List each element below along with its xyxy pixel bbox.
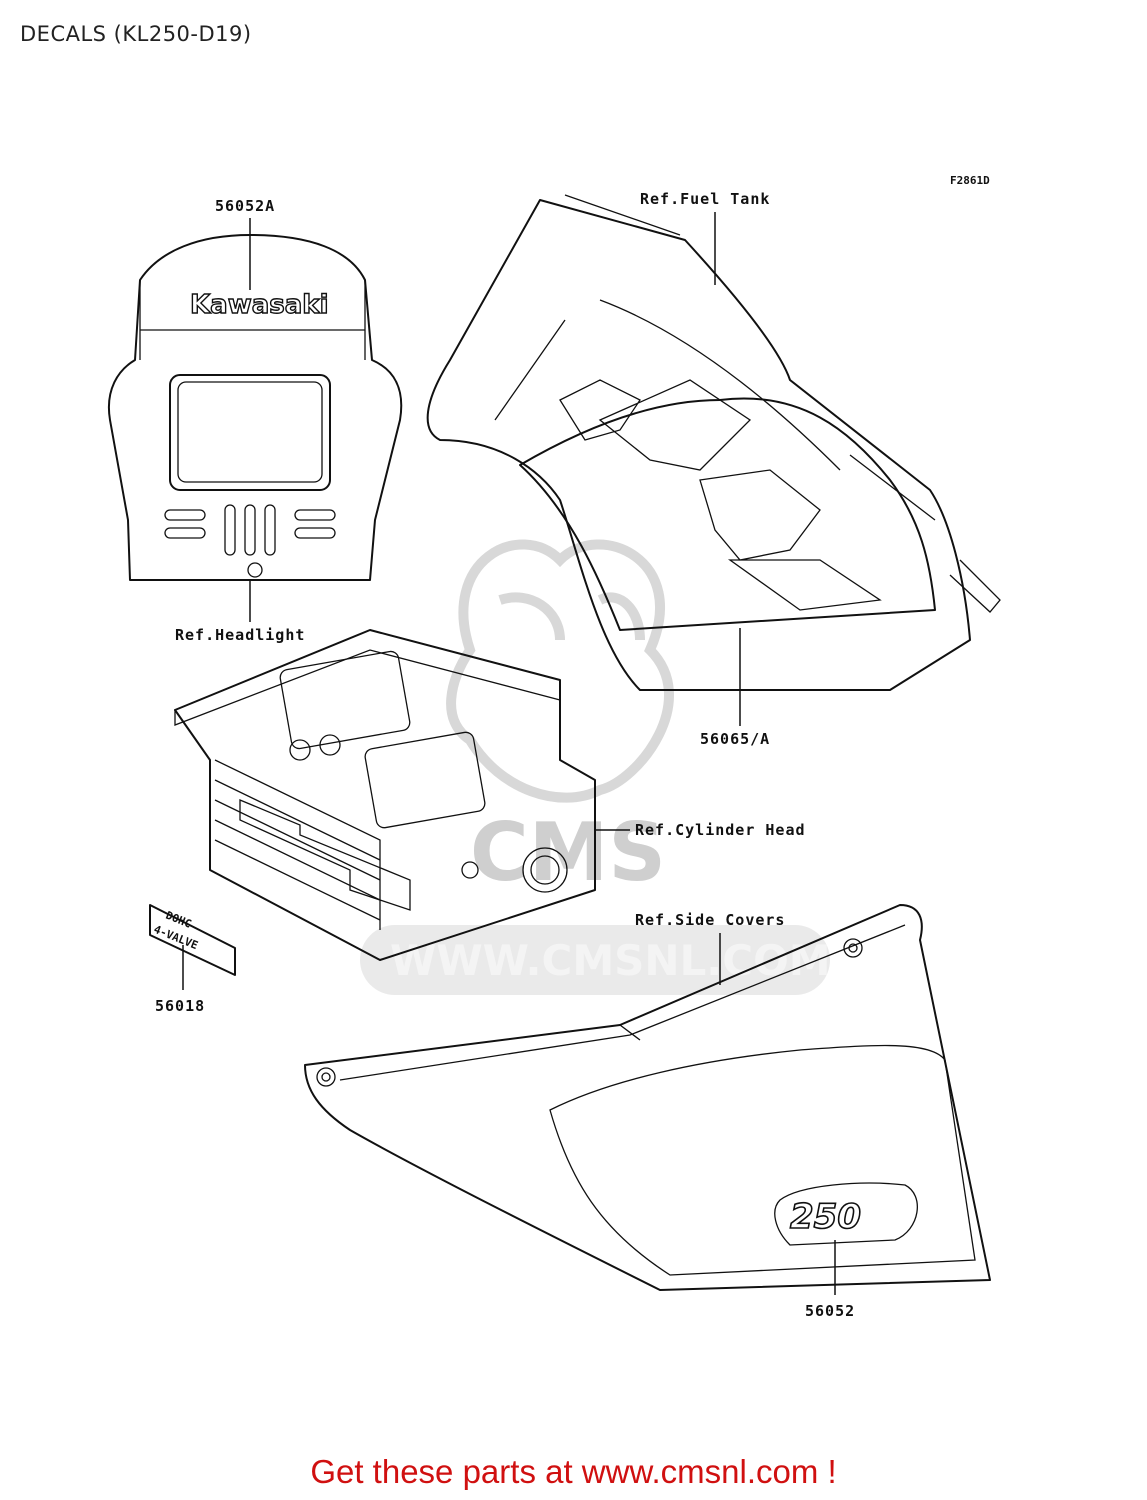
figure-code: F2861D — [950, 174, 990, 187]
side-cover-logo: 250 — [790, 1197, 861, 1237]
kawasaki-decal: Kawasaki — [190, 290, 328, 320]
callout-56052: 56052 — [805, 1302, 855, 1320]
callout-ref-side-covers: Ref.Side Covers — [635, 911, 785, 929]
watermark-letters: CMS — [470, 806, 666, 899]
page-title: DECALS (KL250-D19) — [20, 22, 252, 46]
callout-ref-fuel-tank: Ref.Fuel Tank — [640, 190, 770, 208]
callout-ref-headlight: Ref.Headlight — [175, 626, 305, 644]
cylinder-head — [174, 629, 596, 961]
watermark: CMS WWW.CMSNL.COM — [360, 539, 831, 995]
callout-56065A: 56065/A — [700, 730, 770, 748]
callout-56018: 56018 — [155, 997, 205, 1015]
callout-56052A: 56052A — [215, 197, 275, 215]
callout-ref-cylinder-head: Ref.Cylinder Head — [635, 821, 806, 839]
side-cover: 250 — [304, 904, 991, 1291]
headlight-cowl: Kawasaki — [107, 234, 403, 581]
fuel-tank — [426, 194, 1001, 691]
footer-promo-link[interactable]: Get these parts at www.cmsnl.com ! — [310, 1453, 837, 1490]
watermark-url: WWW.CMSNL.COM — [390, 936, 831, 985]
dohc-decal: DOHC 4-VALVE — [149, 904, 236, 976]
